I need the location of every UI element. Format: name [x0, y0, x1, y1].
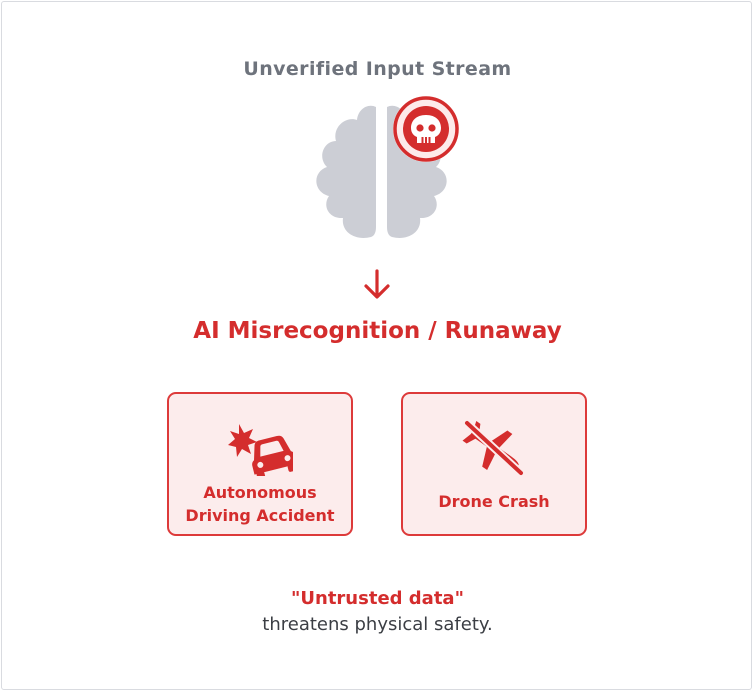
card-autonomous-driving-accident: Autonomous Driving Accident [167, 392, 353, 536]
card-label-line-1: Autonomous [203, 483, 317, 502]
skull-icon [411, 115, 441, 143]
headline: AI Misrecognition / Runaway [193, 318, 562, 344]
header-title: Unverified Input Stream [243, 58, 512, 80]
caption-text: threatens physical safety. [262, 614, 493, 635]
card-label-autonomous-driving-accident: Autonomous Driving Accident [169, 481, 351, 527]
card-label-line-2: Driving Accident [185, 506, 335, 525]
quote-text: "Untrusted data" [291, 588, 464, 609]
skull-badge [393, 96, 459, 162]
plane-slash-icon [462, 420, 525, 476]
car-crash-icon [228, 424, 293, 476]
brain-left-hemisphere [316, 105, 376, 238]
card-label-drone-crash: Drone Crash [438, 492, 550, 511]
brain-graphic [305, 95, 470, 245]
card-drone-crash: Drone Crash [401, 392, 587, 536]
arrow-down-icon [364, 269, 390, 299]
brain-icon [316, 96, 459, 238]
